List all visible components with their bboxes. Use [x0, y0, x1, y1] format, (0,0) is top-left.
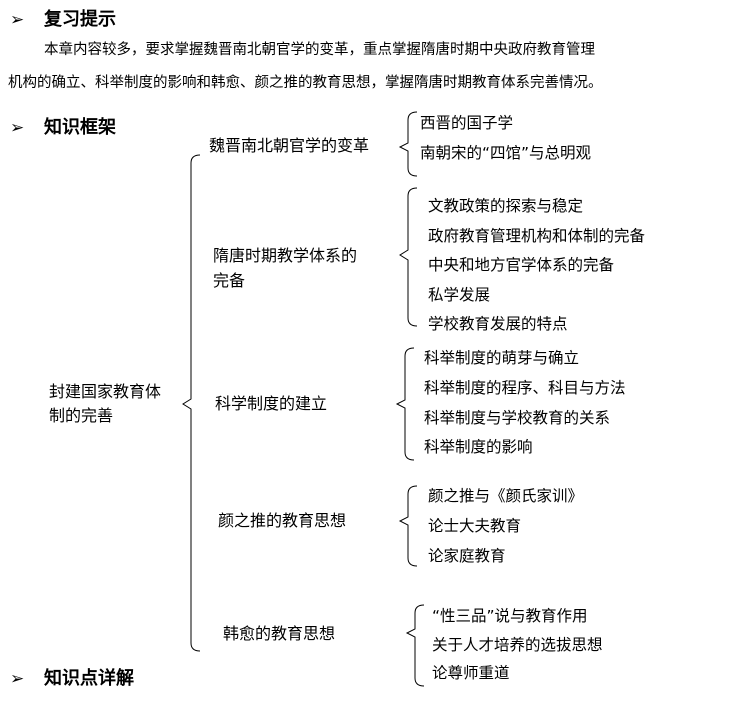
leaf-item: 颜之推与《颜氏家训》 [428, 487, 584, 505]
section-marker-icon: ➢ [10, 118, 25, 138]
section-marker-icon: ➢ [10, 669, 25, 689]
tree-root-line-2: 制的完善 [49, 406, 114, 425]
branch-bracket-4 [398, 485, 418, 567]
section-title-framework: 知识框架 [44, 117, 116, 138]
branch-bracket-5 [405, 604, 425, 687]
leaf-item: 学校教育发展的特点 [428, 315, 568, 333]
intro-line-2: 机构的确立、科举制度的影响和韩愈、颜之推的教育思想，掌握隋唐时期教育体系完善情况… [8, 75, 603, 91]
leaf-item: “性三品”说与教育作用 [432, 607, 588, 625]
branch-label: 魏晋南北朝官学的变革 [209, 136, 370, 155]
leaf-item: 科举制度与学校教育的关系 [424, 409, 611, 427]
branch-label: 完备 [213, 271, 246, 290]
leaf-item: 科举制度的影响 [424, 438, 533, 456]
leaf-item: 中央和地方官学体系的完备 [428, 256, 615, 274]
leaf-item: 关于人才培养的选拔思想 [432, 636, 603, 654]
leaf-item: 论家庭教育 [428, 547, 506, 565]
intro-line-1: 本章内容较多，要求掌握魏晋南北朝官学的变革，重点掌握隋唐时期中央政府教育管理 [44, 42, 595, 58]
leaf-item: 科举制度的程序、科目与方法 [424, 379, 626, 397]
branch-label: 颜之推的教育思想 [218, 511, 347, 530]
leaf-item: 私学发展 [428, 286, 491, 304]
leaf-item: 文教政策的探索与稳定 [428, 197, 584, 215]
tree-root-line-1: 封建国家教育体 [49, 382, 162, 401]
leaf-item: 论尊师重道 [432, 664, 510, 682]
branch-bracket-2 [399, 187, 418, 327]
branch-label: 韩愈的教育思想 [223, 624, 336, 643]
branch-label: 科学制度的建立 [215, 394, 328, 413]
section-marker-icon: ➢ [10, 10, 25, 30]
leaf-item: 南朝宋的“四馆”与总明观 [420, 144, 592, 162]
section-title-details: 知识点详解 [44, 668, 134, 689]
leaf-item: 科举制度的萌芽与确立 [424, 349, 580, 367]
root-bracket [182, 154, 201, 652]
leaf-item: 西晋的国子学 [420, 114, 514, 132]
branch-bracket-3 [395, 347, 415, 461]
section-title-review: 复习提示 [44, 9, 116, 30]
leaf-item: 政府教育管理机构和体制的完备 [428, 227, 646, 245]
branch-label: 隋唐时期教学体系的 [213, 246, 358, 265]
leaf-item: 论士大夫教育 [428, 517, 522, 535]
branch-bracket-1 [398, 111, 418, 177]
